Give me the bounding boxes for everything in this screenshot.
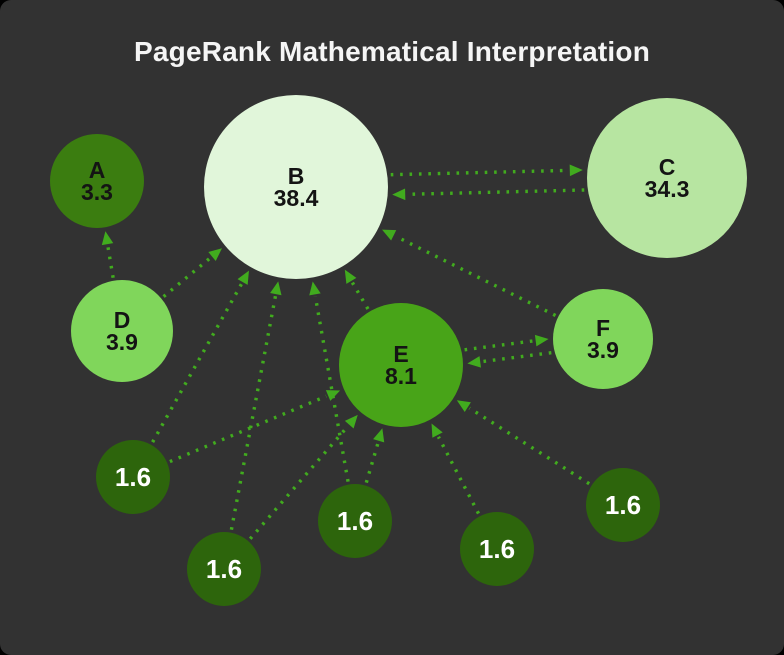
arrowhead-B-C [569,164,583,177]
arrowhead-E-B [344,269,357,284]
page-title: PageRank Mathematical Interpretation [134,36,650,67]
arrowhead-s3-B [309,281,321,296]
node-s1: 1.6 [96,440,170,514]
edge-s2-B [229,281,282,531]
edge-s1-E [169,390,341,464]
arrowhead-s2-E [344,414,358,429]
arrowhead-D-A [101,231,114,246]
node-circle-s5 [586,468,660,542]
node-s4: 1.6 [460,512,534,586]
arrowhead-s2-B [270,281,282,296]
node-circle-F [553,289,653,389]
node-circle-s4 [460,512,534,586]
arrowhead-F-B [382,229,397,241]
edge-s3-E [364,428,385,484]
arrowhead-s4-E [431,423,443,438]
edge-E-F [464,334,549,352]
node-circle-D [71,280,173,382]
node-label-s3: 1.6 [337,506,373,536]
node-circle-s1 [96,440,170,514]
arrowhead-E-F [534,334,549,347]
arrowhead-s5-E [456,400,471,413]
edge-s2-E [248,414,358,540]
node-label-s2: 1.6 [206,554,242,584]
node-s5: 1.6 [586,468,660,542]
node-label-s4: 1.6 [479,534,515,564]
edge-B-C [390,164,583,177]
node-circle-s3 [318,484,392,558]
arrowhead-s1-E [325,390,341,401]
edge-D-A [101,231,115,279]
arrowhead-s1-B [237,270,249,285]
arrowhead-C-B [392,188,406,201]
edge-E-B [344,269,370,310]
arrowhead-D-B [208,248,223,261]
node-s2: 1.6 [187,532,261,606]
node-circle-E [339,303,463,427]
arrowhead-s3-E [373,428,385,443]
edge-s5-E [456,400,591,486]
node-circle-C [587,98,747,258]
edge-s4-E [431,423,481,515]
node-circle-B [204,95,388,279]
node-circle-s2 [187,532,261,606]
node-circle-A [50,134,144,228]
arrowhead-F-E [467,356,481,368]
node-label-s1: 1.6 [115,462,151,492]
edge-s3-B [309,281,350,482]
edge-D-B [162,248,223,298]
node-s3: 1.6 [318,484,392,558]
node-label-s5: 1.6 [605,490,641,520]
edge-F-B [382,229,557,318]
edge-C-B [392,188,585,201]
edge-s1-B [151,270,249,443]
edge-F-E [467,351,552,368]
